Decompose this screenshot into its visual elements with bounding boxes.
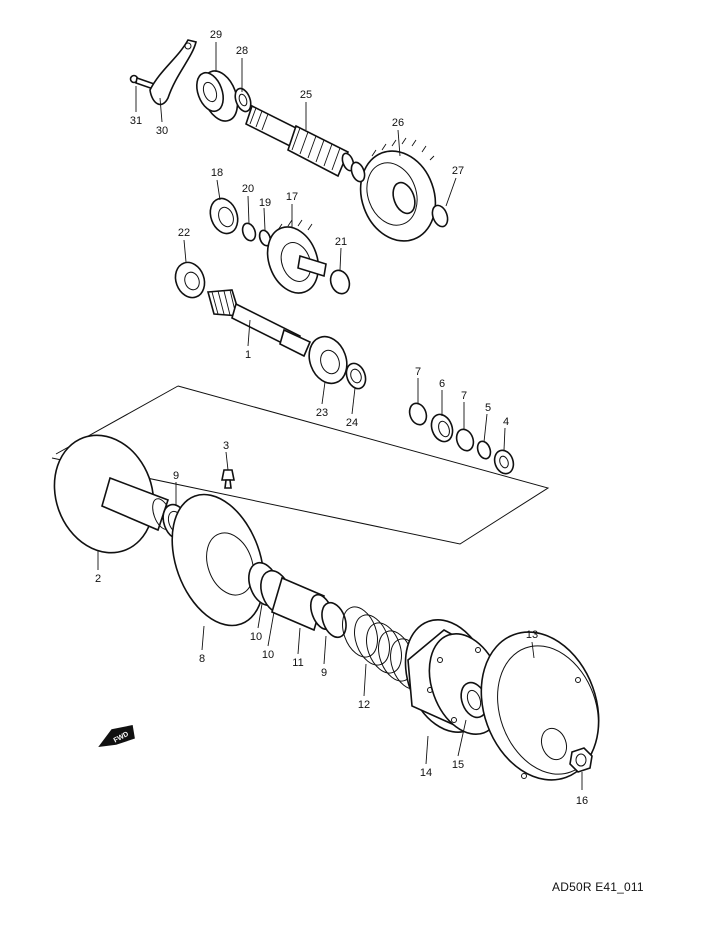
part-7-washer-b — [455, 428, 475, 452]
part-28-seal — [234, 87, 252, 113]
part-30-bracket — [149, 39, 197, 106]
callout-13: 13 — [526, 629, 538, 641]
part-29-bearing — [196, 70, 239, 122]
callout-4: 4 — [503, 416, 509, 428]
callout-2: 2 — [95, 573, 101, 585]
fwd-arrow-icon: FWD — [98, 725, 135, 748]
leader-lines — [97, 42, 583, 790]
callout-6: 6 — [439, 378, 445, 390]
callout-24: 24 — [346, 417, 358, 429]
part-7-washer-a — [408, 402, 428, 426]
callout-26: 26 — [392, 117, 404, 129]
callout-12: 12 — [358, 699, 370, 711]
callout-7-a: 7 — [415, 366, 421, 378]
callout-22: 22 — [178, 227, 190, 239]
callout-14: 14 — [420, 767, 432, 779]
part-9-washer-b — [321, 601, 347, 639]
part-23-bearing — [308, 335, 348, 385]
callout-7-b: 7 — [461, 390, 467, 402]
part-13-clutch-housing — [480, 631, 600, 781]
callout-16: 16 — [576, 795, 588, 807]
part-2-drive-face — [53, 434, 172, 554]
callout-23: 23 — [316, 407, 328, 419]
callout-18: 18 — [211, 167, 223, 179]
callout-11: 11 — [292, 657, 303, 669]
part-16-nut — [569, 747, 593, 773]
callout-10-b: 10 — [262, 649, 274, 661]
callout-17: 17 — [286, 191, 298, 203]
part-17-gear — [266, 219, 327, 294]
callout-28: 28 — [236, 45, 248, 57]
part-18-bearing — [209, 197, 239, 235]
callout-9-a: 9 — [173, 470, 179, 482]
callout-numbers: 31 30 29 28 25 26 27 18 20 19 17 22 21 1… — [95, 29, 588, 807]
part-25-shaft — [245, 104, 355, 178]
callout-27: 27 — [452, 165, 464, 177]
callout-29: 29 — [210, 29, 222, 41]
part-3-grease-nipple — [221, 469, 235, 489]
part-21-washer — [329, 269, 351, 295]
callout-9-b: 9 — [321, 667, 327, 679]
part-24-seal — [345, 362, 367, 390]
callout-1: 1 — [245, 349, 251, 361]
callout-25: 25 — [300, 89, 312, 101]
callout-31: 31 — [130, 115, 142, 127]
callout-8: 8 — [199, 653, 205, 665]
callout-21: 21 — [335, 236, 347, 248]
callout-30: 30 — [156, 125, 168, 137]
part-5-circlip — [476, 440, 492, 460]
callout-3: 3 — [223, 440, 229, 452]
callout-10-a: 10 — [250, 631, 262, 643]
part-8-driven-plate — [171, 493, 265, 627]
diagram-code: AD50R E41_011 — [552, 880, 644, 894]
part-1-shaft — [206, 289, 312, 358]
part-26-snap-ring — [350, 161, 366, 183]
part-4-seal — [493, 449, 515, 475]
callout-5: 5 — [485, 402, 491, 414]
callout-20: 20 — [242, 183, 254, 195]
part-20-washer — [241, 222, 257, 242]
callout-15: 15 — [452, 759, 464, 771]
part-6-bearing — [430, 413, 454, 443]
callout-19: 19 — [259, 197, 271, 209]
part-26-gear — [359, 137, 437, 242]
part-27-circlip — [431, 204, 449, 228]
part-22-bearing — [174, 261, 206, 299]
